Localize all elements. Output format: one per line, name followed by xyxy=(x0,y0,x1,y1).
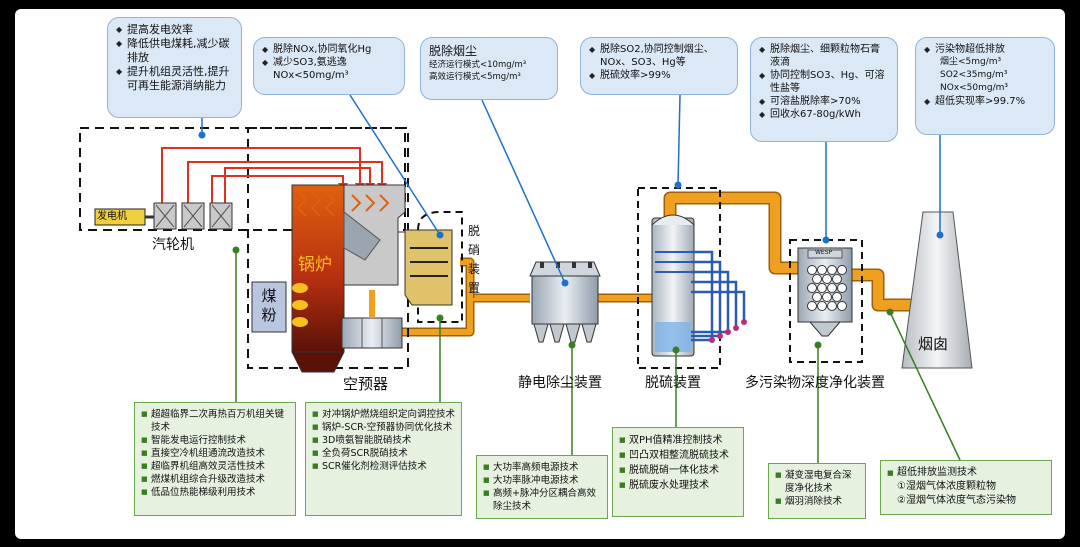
wesp-tag: WESP xyxy=(815,249,833,256)
tech-leaders xyxy=(235,250,961,463)
tech-box-turbine: 超超临界二次再热百万机组关键技术 智能发电运行控制技术 直接空冷机组通流改造技术… xyxy=(134,402,296,516)
recirc-pipes xyxy=(691,250,746,342)
generator-label: 发电机 xyxy=(97,211,127,222)
tech-box-denox: 对冲锅炉燃烧组织定向调控技术 锅炉-SCR-空预器协同优化技术 3D喷氨智能脱硝… xyxy=(305,402,462,516)
bubble-wesp: 脱除烟尘、细颗粒物石膏液滴 协同控制SO3、Hg、可溶性盐等 可溶盐脱除率>70… xyxy=(750,37,898,142)
bubble-dots xyxy=(198,131,944,287)
bubble-emission: 污染物超低排放 烟尘<5mg/m³ SO2<35mg/m³ NOx<50mg/m… xyxy=(915,37,1055,135)
esp-label: 静电除尘装置 xyxy=(518,375,602,391)
air-preheater xyxy=(341,317,403,349)
turbine-cylinders xyxy=(153,202,233,230)
catalyst-layers xyxy=(410,247,448,277)
coal-panel xyxy=(251,281,287,333)
esp-hoppers xyxy=(533,323,597,343)
steam-lines xyxy=(161,147,383,205)
denox-enclosure xyxy=(417,211,463,323)
recirc-pumps xyxy=(709,319,747,343)
chimney-label: 烟囱 xyxy=(918,335,949,353)
denox-label: 脱硝装置 xyxy=(467,224,480,295)
bubble-denox: 脱除NOx,协同氧化Hg 减少SO3,氨逃逸NOx<50mg/m³ xyxy=(253,37,405,95)
turbine-label: 汽轮机 xyxy=(152,237,194,253)
bubble-fgd: 脱除SO2,协同控制烟尘、NOx、SO3、Hg等 脱硫效率>99% xyxy=(580,37,738,95)
tech-box-fgd: 双PH值精准控制技术 凹凸双相整流脱硫技术 脱硫脱硝一体化技术 脱硫废水处理技术 xyxy=(612,427,744,517)
chimney-stack xyxy=(901,211,973,369)
tech-box-wesp: 凝变湿电复合深度净化技术 烟羽消除技术 xyxy=(768,463,866,519)
superheater-coils xyxy=(296,191,390,217)
wesp-device-label: 多污染物深度净化装置 xyxy=(745,375,885,391)
boiler-label: 锅炉 xyxy=(298,255,332,275)
fgd-label: 脱硫装置 xyxy=(645,375,701,391)
turbine-enclosure xyxy=(79,127,406,231)
tech-box-esp: 大功率高频电源技术 大功率脉冲电源技术 高频+脉冲分区耦合高效除尘技术 xyxy=(476,455,608,519)
tech-box-monitoring: 超低排放监测技术 ①湿烟气体浓度颗粒物 ②湿烟气体浓度气态污染物 xyxy=(880,460,1052,515)
denox-reactor xyxy=(404,229,453,306)
burner-flames xyxy=(292,283,308,327)
bubble-leaders xyxy=(201,94,941,284)
bubble-dust: 脱除烟尘 经济运行模式<10mg/m³ 高效运行模式<5mg/m³ xyxy=(420,37,558,100)
bubble-efficiency: 提高发电效率 降低供电煤耗,减少碳排放 提升机组灵活性,提升可再生能源消纳能力 xyxy=(107,17,242,118)
boiler-backpass xyxy=(343,184,406,286)
coal-label: 煤粉 xyxy=(261,287,277,324)
tech-dots xyxy=(232,246,894,354)
spray-levels xyxy=(655,251,691,273)
flue-duct xyxy=(395,191,915,337)
boiler-hopper xyxy=(291,351,345,373)
wesp-tubes xyxy=(807,265,847,311)
air-preheater-label: 空预器 xyxy=(343,375,389,393)
